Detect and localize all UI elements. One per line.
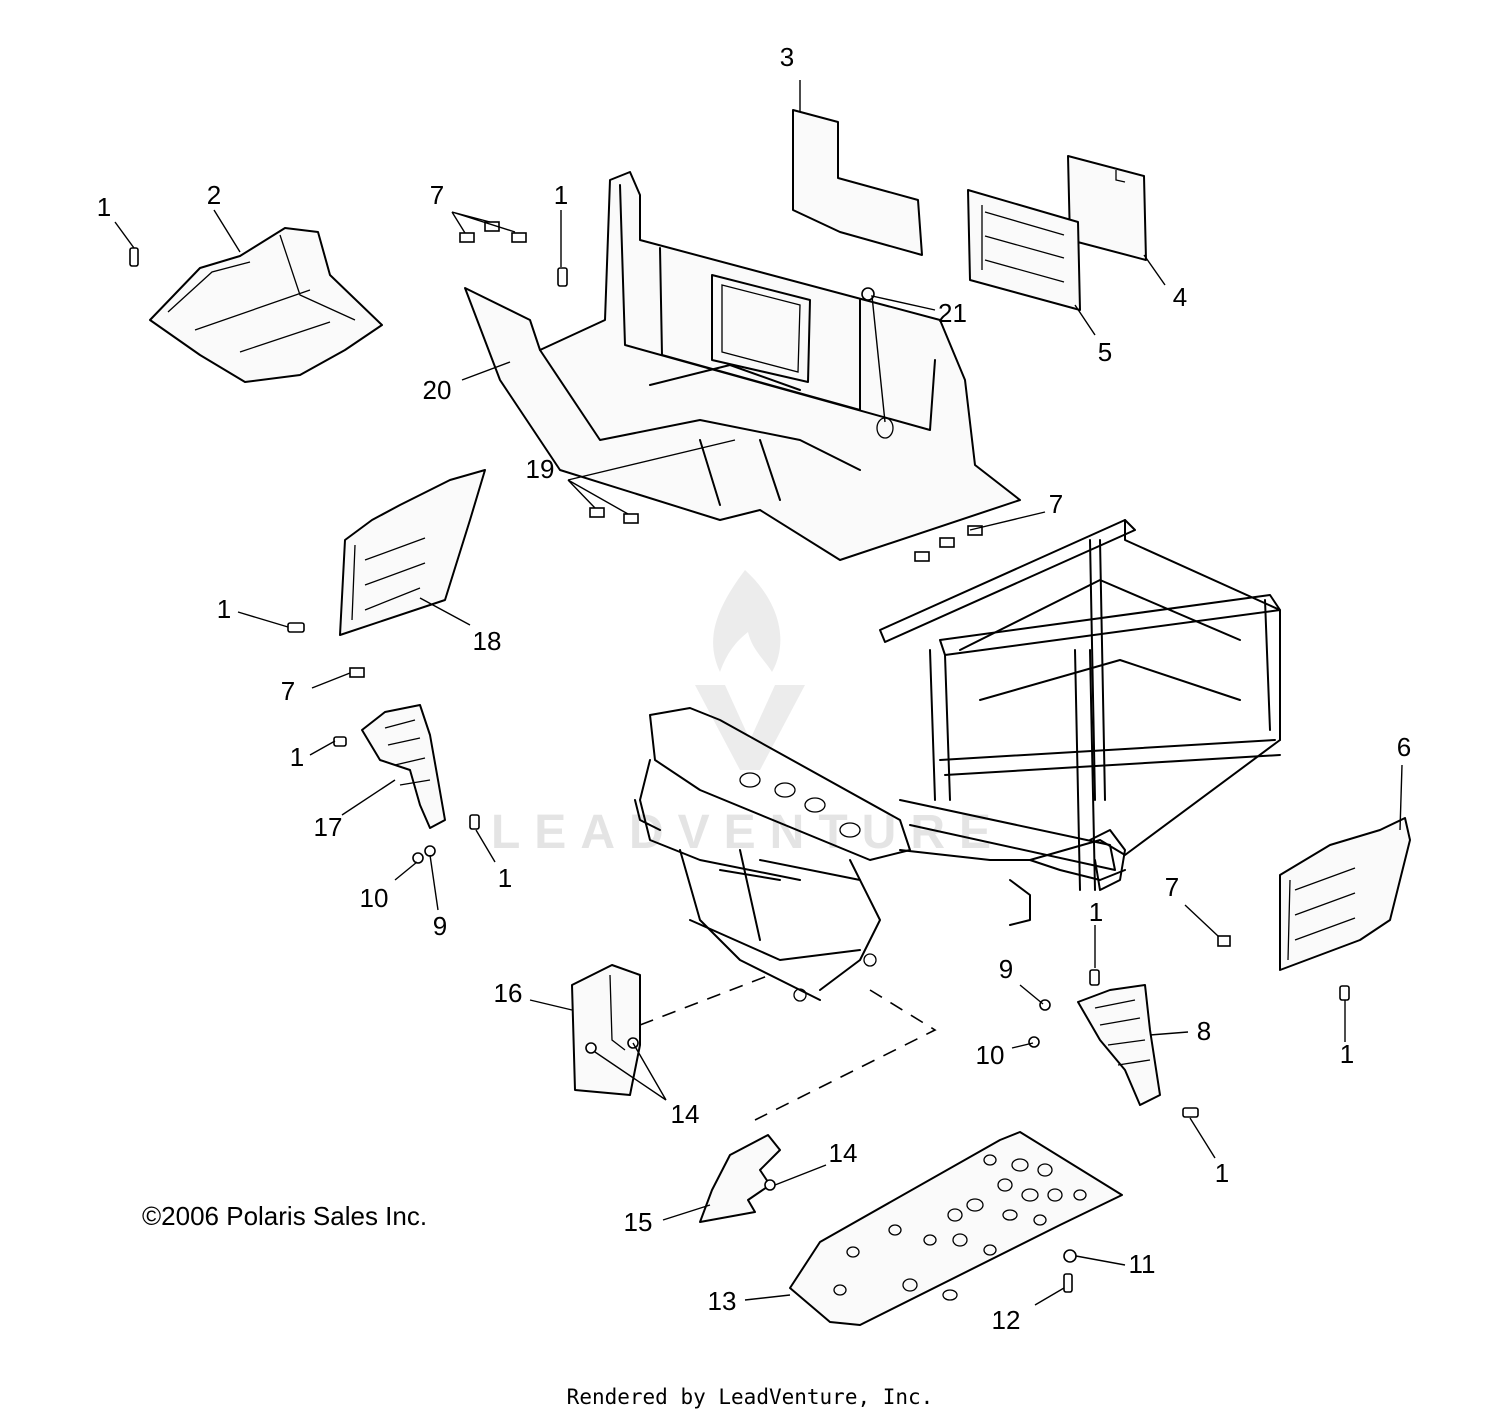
- copyright-text: ©2006 Polaris Sales Inc.: [142, 1201, 427, 1231]
- part-6-side-panel: [1279, 817, 1411, 971]
- part-3-insulation-sheet: [792, 109, 923, 256]
- callout-11-nut: 11: [1129, 1249, 1156, 1279]
- callout-1-bolt: 1: [290, 742, 304, 772]
- main-chassis-frame: [634, 519, 1281, 1002]
- part-15-shield: [699, 1134, 781, 1223]
- rendered-by-footer: Rendered by LeadVenture, Inc.: [567, 1385, 934, 1409]
- callout-21-grommet: 21: [938, 298, 967, 328]
- callout-1-bolt: 1: [1340, 1039, 1354, 1069]
- part-2-floor-panel: [149, 227, 383, 383]
- callout-3-insulation: 3: [780, 42, 794, 72]
- assembly-dashed-lines: [639, 974, 937, 1121]
- callout-14-fastener: 14: [671, 1099, 700, 1129]
- callout-19-clip: 19: [526, 454, 555, 484]
- callout-13-skid-plate: 13: [708, 1286, 737, 1316]
- leadventure-watermark: LEADVENTURE: [491, 570, 1005, 859]
- part-5-vent-grille: [967, 189, 1081, 311]
- callout-10-nut: 10: [360, 883, 389, 913]
- callout-8-bracket: 8: [1197, 1016, 1211, 1046]
- callout-10-nut: 10: [976, 1040, 1005, 1070]
- callout-1-bolt: 1: [1089, 897, 1103, 927]
- leader-lines: [114, 80, 1403, 1306]
- part-4-panel-sheet: [1067, 155, 1147, 261]
- callout-1-bolt: 1: [1215, 1158, 1229, 1188]
- callout-20-cab-panel: 20: [423, 375, 452, 405]
- callout-9-washer: 9: [433, 911, 447, 941]
- callout-2-floor-panel: 2: [207, 180, 221, 210]
- callout-7-clip: 7: [1165, 872, 1179, 902]
- callout-7-clip: 7: [281, 676, 295, 706]
- hardware-fasteners: [129, 221, 1350, 1293]
- callout-5-vent: 5: [1098, 337, 1112, 367]
- callout-14-fastener: 14: [829, 1138, 858, 1168]
- part-13-skid-plate: [789, 1131, 1123, 1326]
- watermark-text: LEADVENTURE: [491, 806, 1005, 859]
- callout-12-bolt: 12: [992, 1305, 1021, 1335]
- callout-1-bolt: 1: [217, 594, 231, 624]
- part-16-plate: [571, 964, 641, 1096]
- callout-4-panel: 4: [1173, 282, 1187, 312]
- callout-1-bolt: 1: [97, 192, 111, 222]
- part-8-footwell-bracket: [1077, 984, 1161, 1106]
- callout-7-clip: 7: [1049, 489, 1063, 519]
- part-17-footwell-bracket: [361, 704, 446, 829]
- callout-16-plate: 16: [494, 978, 523, 1008]
- callout-9-washer: 9: [999, 954, 1013, 984]
- part-20-cab-panel: [464, 171, 1021, 561]
- callout-1-bolt: 1: [554, 180, 568, 210]
- part-18-side-panel: [339, 469, 486, 636]
- callout-6-side-panel: 6: [1397, 732, 1411, 762]
- callout-labels: 1 2 1 7 3 21 4 5 20 19 7 1 18 7 1 17 10 …: [97, 42, 1411, 1335]
- callout-15-shield: 15: [624, 1207, 653, 1237]
- callout-17-bracket: 17: [314, 812, 343, 842]
- callout-18-side-panel: 18: [473, 626, 502, 656]
- callout-1-bolt: 1: [498, 863, 512, 893]
- callout-7-clip: 7: [430, 180, 444, 210]
